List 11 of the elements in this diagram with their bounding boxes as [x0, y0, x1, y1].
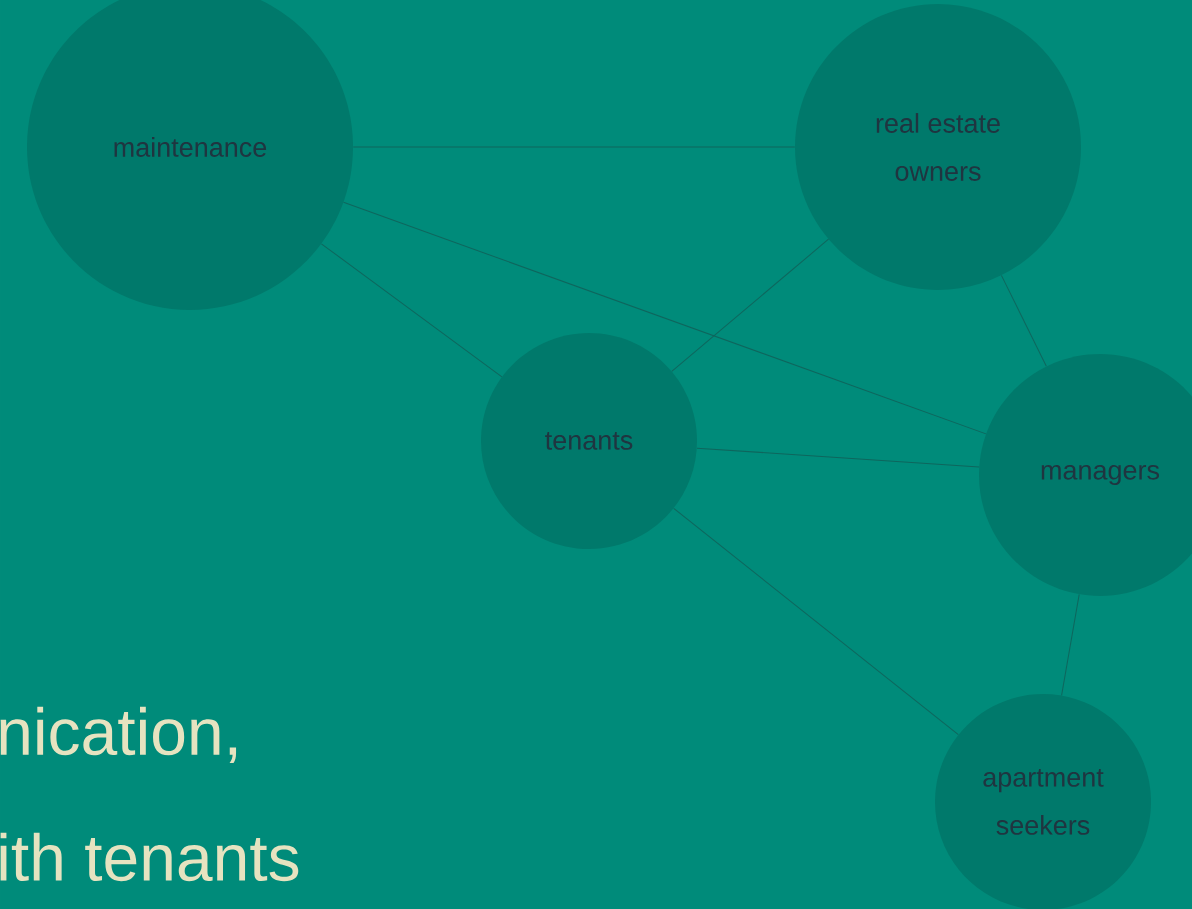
connector-line [1061, 593, 1080, 696]
connector-line [673, 507, 959, 736]
connector-line [343, 201, 987, 435]
connector-line [320, 243, 503, 378]
slogan-text: ith tenants [0, 832, 299, 882]
connector-line [696, 447, 980, 468]
slogan-text: nication, [0, 706, 237, 764]
circle-node: real estate owners [795, 4, 1081, 290]
connector-line [1000, 274, 1047, 367]
connector-line [671, 238, 829, 372]
circle-node: tenants [481, 333, 697, 549]
